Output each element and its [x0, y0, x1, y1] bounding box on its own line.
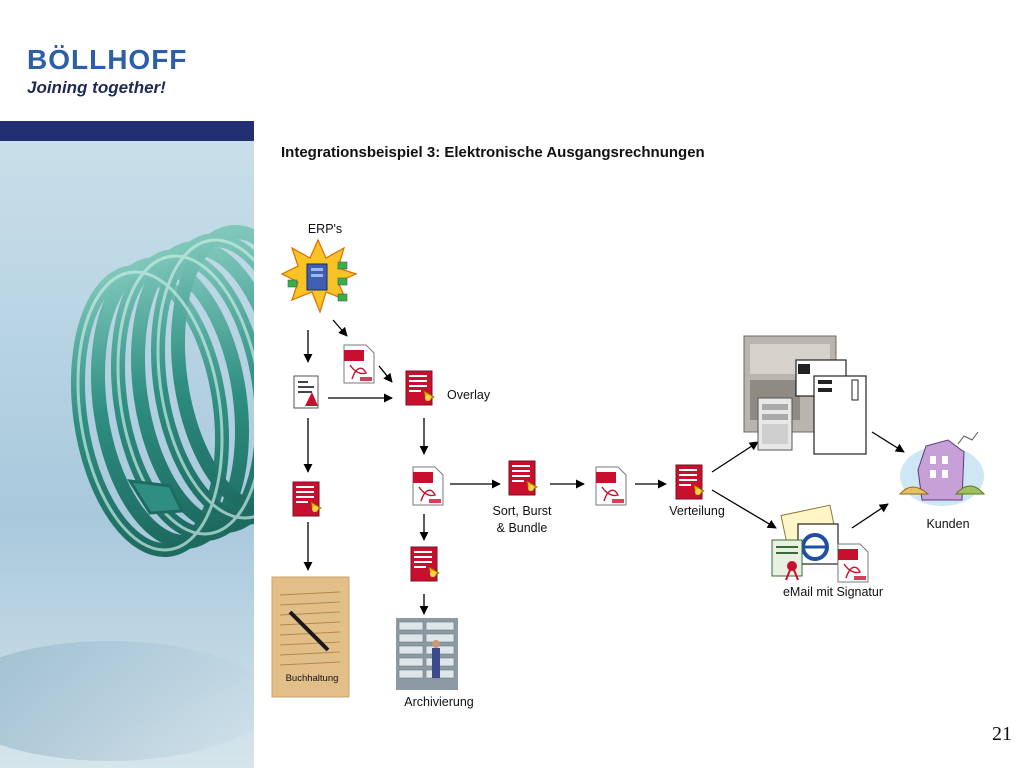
- label-overlay: Overlay: [447, 388, 491, 402]
- pdf-file-icon: [412, 466, 444, 506]
- label-sort-line1: Sort, Burst: [492, 504, 552, 518]
- spool-file-icon: [293, 375, 319, 409]
- print-production-icon: [743, 335, 867, 455]
- customers-building-icon: [898, 431, 986, 506]
- label-buchhaltung: Buchhaltung: [285, 673, 339, 684]
- company-tagline: Joining together!: [27, 78, 166, 97]
- label-sort-line2: & Bundle: [496, 521, 548, 535]
- label-archivierung: Archivierung: [404, 695, 474, 709]
- overlay-form-icon: [405, 370, 435, 406]
- email-signature-icon: [771, 504, 839, 581]
- pdf-file-icon: [837, 543, 869, 583]
- label-verteilung: Verteilung: [669, 504, 725, 518]
- label-erp: ERP's: [307, 222, 343, 236]
- slide-title: Integrationsbeispiel 3: Elektronische Au…: [281, 144, 705, 161]
- pdf-file-icon: [595, 466, 627, 506]
- distribution-form-icon: [675, 464, 705, 500]
- label-kunden: Kunden: [926, 517, 970, 531]
- archive-form-icon: [410, 546, 440, 582]
- threaded-insert-photo: [0, 141, 254, 768]
- pdf-file-icon: [343, 344, 375, 384]
- label-email: eMail mit Signatur: [782, 585, 884, 599]
- header-band: [0, 121, 254, 141]
- erp-server-icon: [280, 238, 358, 314]
- accounting-photo: [271, 576, 350, 698]
- page-number: 21: [992, 723, 1012, 745]
- archive-photo: [396, 618, 458, 690]
- accounting-form-icon: [292, 481, 322, 517]
- sort-form-icon: [508, 460, 538, 496]
- company-logo: BÖLLHOFF: [27, 44, 188, 75]
